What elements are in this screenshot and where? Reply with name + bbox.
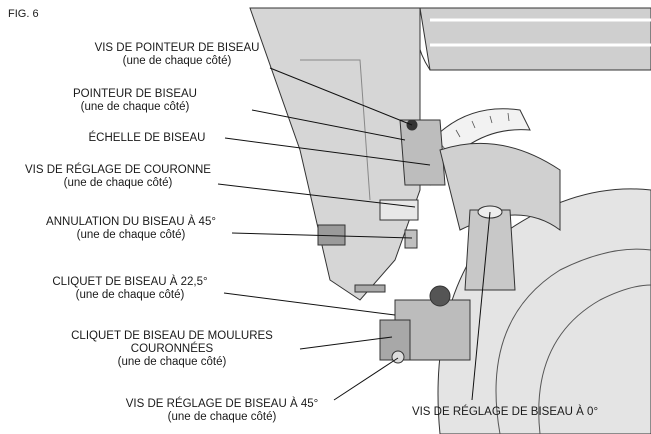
callout-title: ÉCHELLE DE BISEAU (88, 132, 206, 144)
callout-title: VIS DE RÉGLAGE DE BISEAU À 45° (125, 398, 319, 410)
callout-annulation: ANNULATION DU BISEAU À 45° (une de chaqu… (26, 216, 236, 242)
callout-pointeur: POINTEUR DE BISEAU (une de chaque côté) (60, 88, 210, 114)
callout-title: CLIQUET DE BISEAU DE MOULURES (71, 330, 273, 342)
leader-pointeur (251, 109, 406, 141)
callout-note: (une de chaque côté) (122, 55, 232, 67)
callout-title: POINTEUR DE BISEAU (73, 88, 197, 100)
callout-note: (une de chaque côté) (117, 356, 227, 368)
callout-note: (une de chaque côté) (63, 177, 173, 189)
leader-echelle (224, 137, 431, 166)
callout-note: (une de chaque côté) (80, 101, 190, 113)
leader-vis-45 (333, 357, 399, 401)
callout-note: (une de chaque côté) (167, 411, 277, 423)
callout-echelle: ÉCHELLE DE BISEAU (72, 132, 222, 145)
callout-title-continued: COURONNÉES (130, 343, 214, 355)
callout-title: VIS DE POINTEUR DE BISEAU (94, 42, 260, 54)
callout-title: VIS DE RÉGLAGE DE BISEAU À 0° (411, 406, 599, 418)
bevel-pointer (399, 119, 446, 186)
callout-vis-couronne: VIS DE RÉGLAGE DE COURONNE (une de chaqu… (18, 164, 218, 190)
machine-drawing (249, 7, 651, 434)
top-rail (419, 7, 651, 71)
leader-vis-0 (471, 211, 491, 401)
callout-cliquet-moulures: CLIQUET DE BISEAU DE MOULURES COURONNÉES… (44, 330, 300, 369)
leader-cliquet-225 (223, 292, 396, 316)
callout-note: (une de chaque côté) (75, 289, 185, 301)
leader-cliquet-moulures (299, 336, 393, 350)
callout-cliquet-225: CLIQUET DE BISEAU À 22,5° (une de chaque… (36, 276, 224, 302)
leader-vis-couronne (217, 183, 416, 208)
callout-title: CLIQUET DE BISEAU À 22,5° (52, 276, 208, 288)
callout-vis-45: VIS DE RÉGLAGE DE BISEAU À 45° (une de c… (110, 398, 334, 424)
arm-casting (249, 7, 421, 301)
callout-note: (une de chaque côté) (76, 229, 186, 241)
leader-lines (217, 67, 491, 401)
callout-title: ANNULATION DU BISEAU À 45° (46, 216, 216, 228)
bevel-post (464, 209, 516, 291)
figure-label: FIG. 6 (8, 8, 39, 20)
leader-vis-pointeur (269, 67, 413, 126)
leader-annulation (231, 232, 413, 239)
callout-vis-pointeur: VIS DE POINTEUR DE BISEAU (une de chaque… (72, 42, 282, 68)
callout-vis-0: VIS DE RÉGLAGE DE BISEAU À 0° (392, 406, 618, 419)
callout-title: VIS DE RÉGLAGE DE COURONNE (25, 164, 211, 176)
